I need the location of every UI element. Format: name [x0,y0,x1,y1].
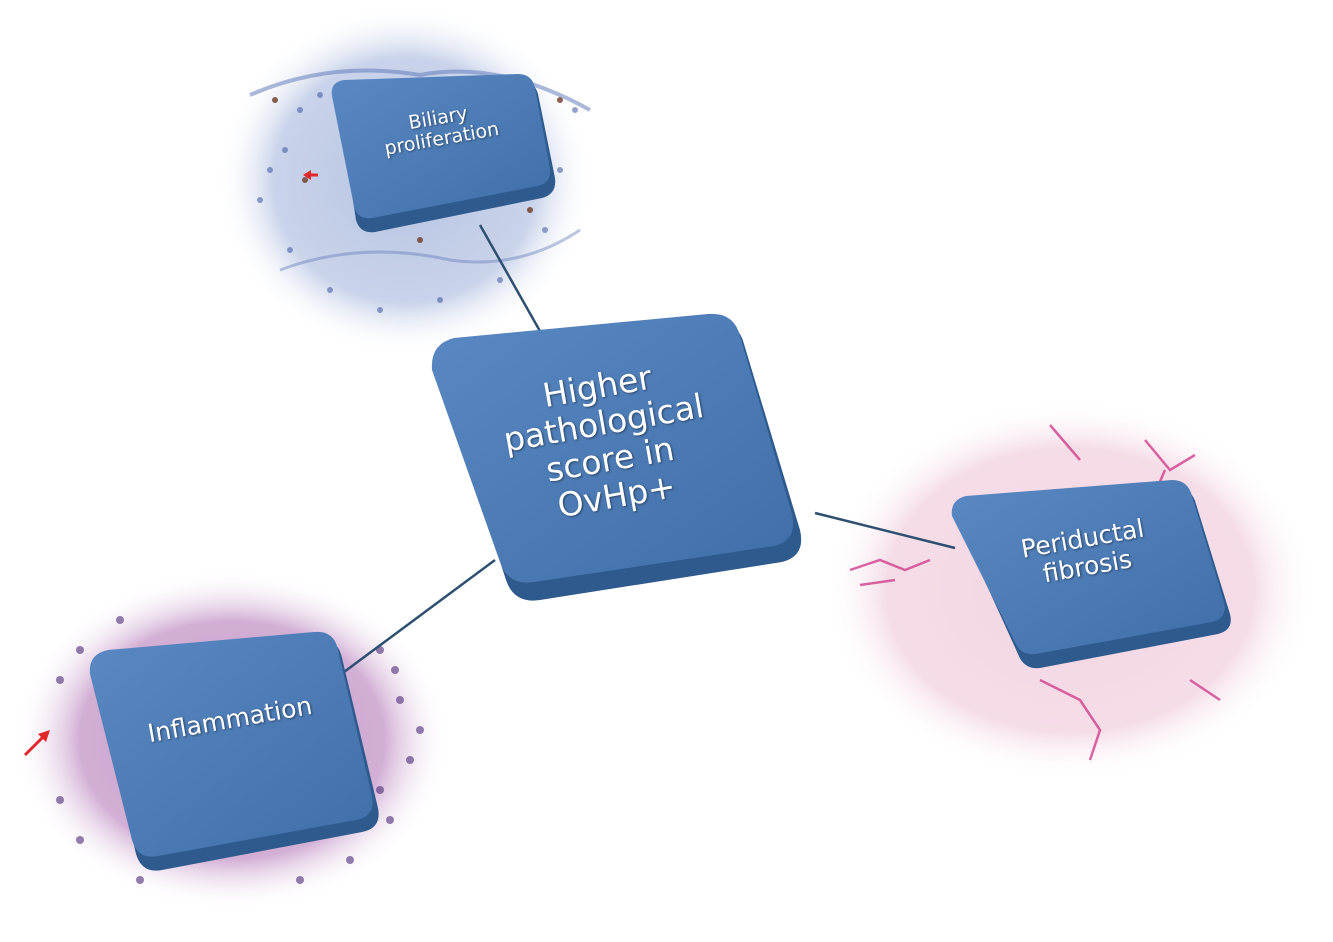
red-arrow-icon [23,733,47,757]
connector-fibrosis [814,511,956,550]
biliary-node [331,74,556,233]
connector-biliary [478,224,547,341]
connectors [339,224,956,677]
fibrosis-node [951,480,1231,669]
center-node [431,313,802,601]
inflammation-node [89,631,379,871]
connector-inflammation [339,558,496,677]
